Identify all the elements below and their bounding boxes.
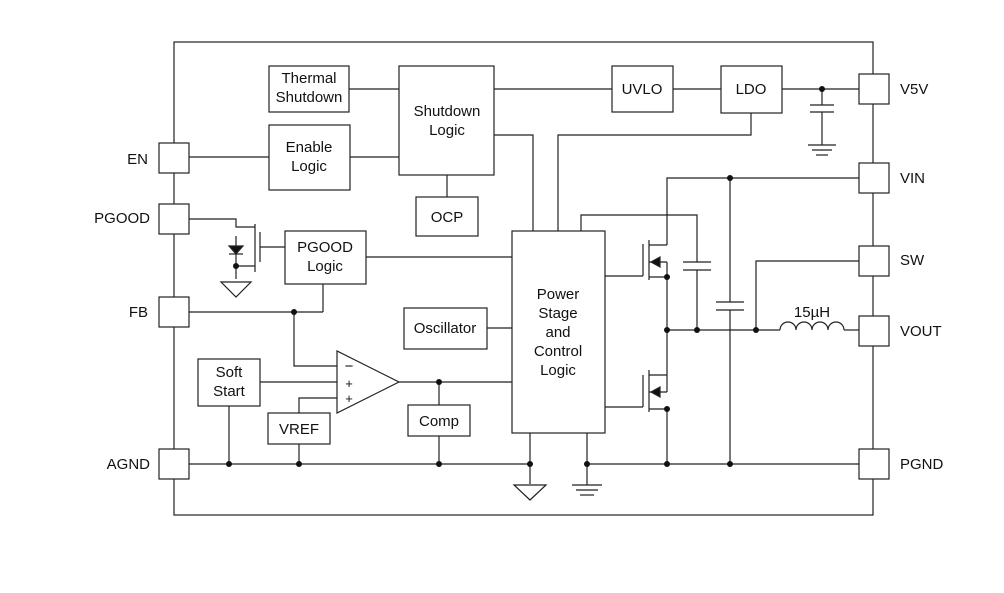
pgood-logic-label-2: Logic: [307, 258, 343, 275]
enable-logic-block: Enable Logic: [268, 124, 351, 191]
pin-v5v-label: V5V: [900, 81, 928, 98]
uvlo-block: UVLO: [611, 65, 674, 113]
amp-plus-sign-2: +: [345, 391, 353, 406]
chip-outline: [173, 41, 874, 516]
shutdown-logic-block: Shutdown Logic: [398, 65, 495, 176]
pin-agnd: AGND: [107, 448, 190, 480]
pin-fb: FB: [129, 296, 190, 328]
soft-start-block: Soft Start: [197, 358, 261, 407]
pin-pgood: PGOOD: [94, 203, 190, 235]
shutdown-logic-label-1: Shutdown: [414, 103, 481, 120]
pin-pgood-label: PGOOD: [94, 210, 150, 227]
amp-plus-sign-1: +: [345, 376, 353, 391]
pin-vout: VOUT: [858, 315, 942, 347]
thermal-shutdown-label-2: Shutdown: [276, 89, 343, 106]
ocp-label: OCP: [431, 209, 464, 226]
soft-start-label-1: Soft: [216, 364, 244, 381]
comp-label: Comp: [419, 413, 459, 430]
power-stage-label-1: Power: [537, 286, 580, 303]
shutdown-logic-label-2: Logic: [429, 122, 465, 139]
pin-agnd-label: AGND: [107, 456, 151, 473]
enable-logic-label-1: Enable: [286, 139, 333, 156]
pin-pgnd-label: PGND: [900, 456, 944, 473]
power-stage-label-2: Stage: [538, 305, 577, 322]
wires: [189, 88, 859, 501]
ldo-label: LDO: [736, 81, 767, 98]
ocp-block: OCP: [415, 196, 479, 237]
pin-en-label: EN: [127, 151, 148, 168]
pin-v5v: V5V: [858, 73, 928, 105]
power-stage-block: Power Stage and Control Logic: [511, 230, 606, 434]
pin-en: EN: [127, 142, 190, 174]
enable-logic-label-2: Logic: [291, 158, 327, 175]
pin-sw: SW: [858, 245, 925, 277]
thermal-shutdown-label-1: Thermal: [281, 70, 336, 87]
pgood-logic-block: PGOOD Logic: [284, 230, 367, 285]
pin-fb-label: FB: [129, 304, 148, 321]
vref-label: VREF: [279, 421, 319, 438]
error-amplifier: − + +: [336, 350, 401, 414]
comp-block: Comp: [407, 404, 471, 437]
inductor-label: 15µH: [794, 304, 830, 321]
oscillator-block: Oscillator: [403, 307, 488, 350]
pgood-logic-label-1: PGOOD: [297, 239, 353, 256]
oscillator-label: Oscillator: [414, 320, 477, 337]
power-stage-label-4: Control: [534, 343, 582, 360]
power-stage-label-5: Logic: [540, 362, 576, 379]
pin-vout-label: VOUT: [900, 323, 942, 340]
junction-dots: [226, 86, 825, 467]
pin-sw-label: SW: [900, 252, 925, 269]
vref-block: VREF: [267, 412, 331, 445]
amp-minus-sign: −: [345, 358, 354, 375]
pin-vin-label: VIN: [900, 170, 925, 187]
uvlo-label: UVLO: [622, 81, 663, 98]
power-stage-label-3: and: [545, 324, 570, 341]
pin-pgnd: PGND: [858, 448, 944, 480]
soft-start-label-2: Start: [213, 383, 246, 400]
thermal-shutdown-block: Thermal Shutdown: [268, 65, 350, 113]
pin-vin: VIN: [858, 162, 925, 194]
ldo-block: LDO: [720, 65, 783, 114]
